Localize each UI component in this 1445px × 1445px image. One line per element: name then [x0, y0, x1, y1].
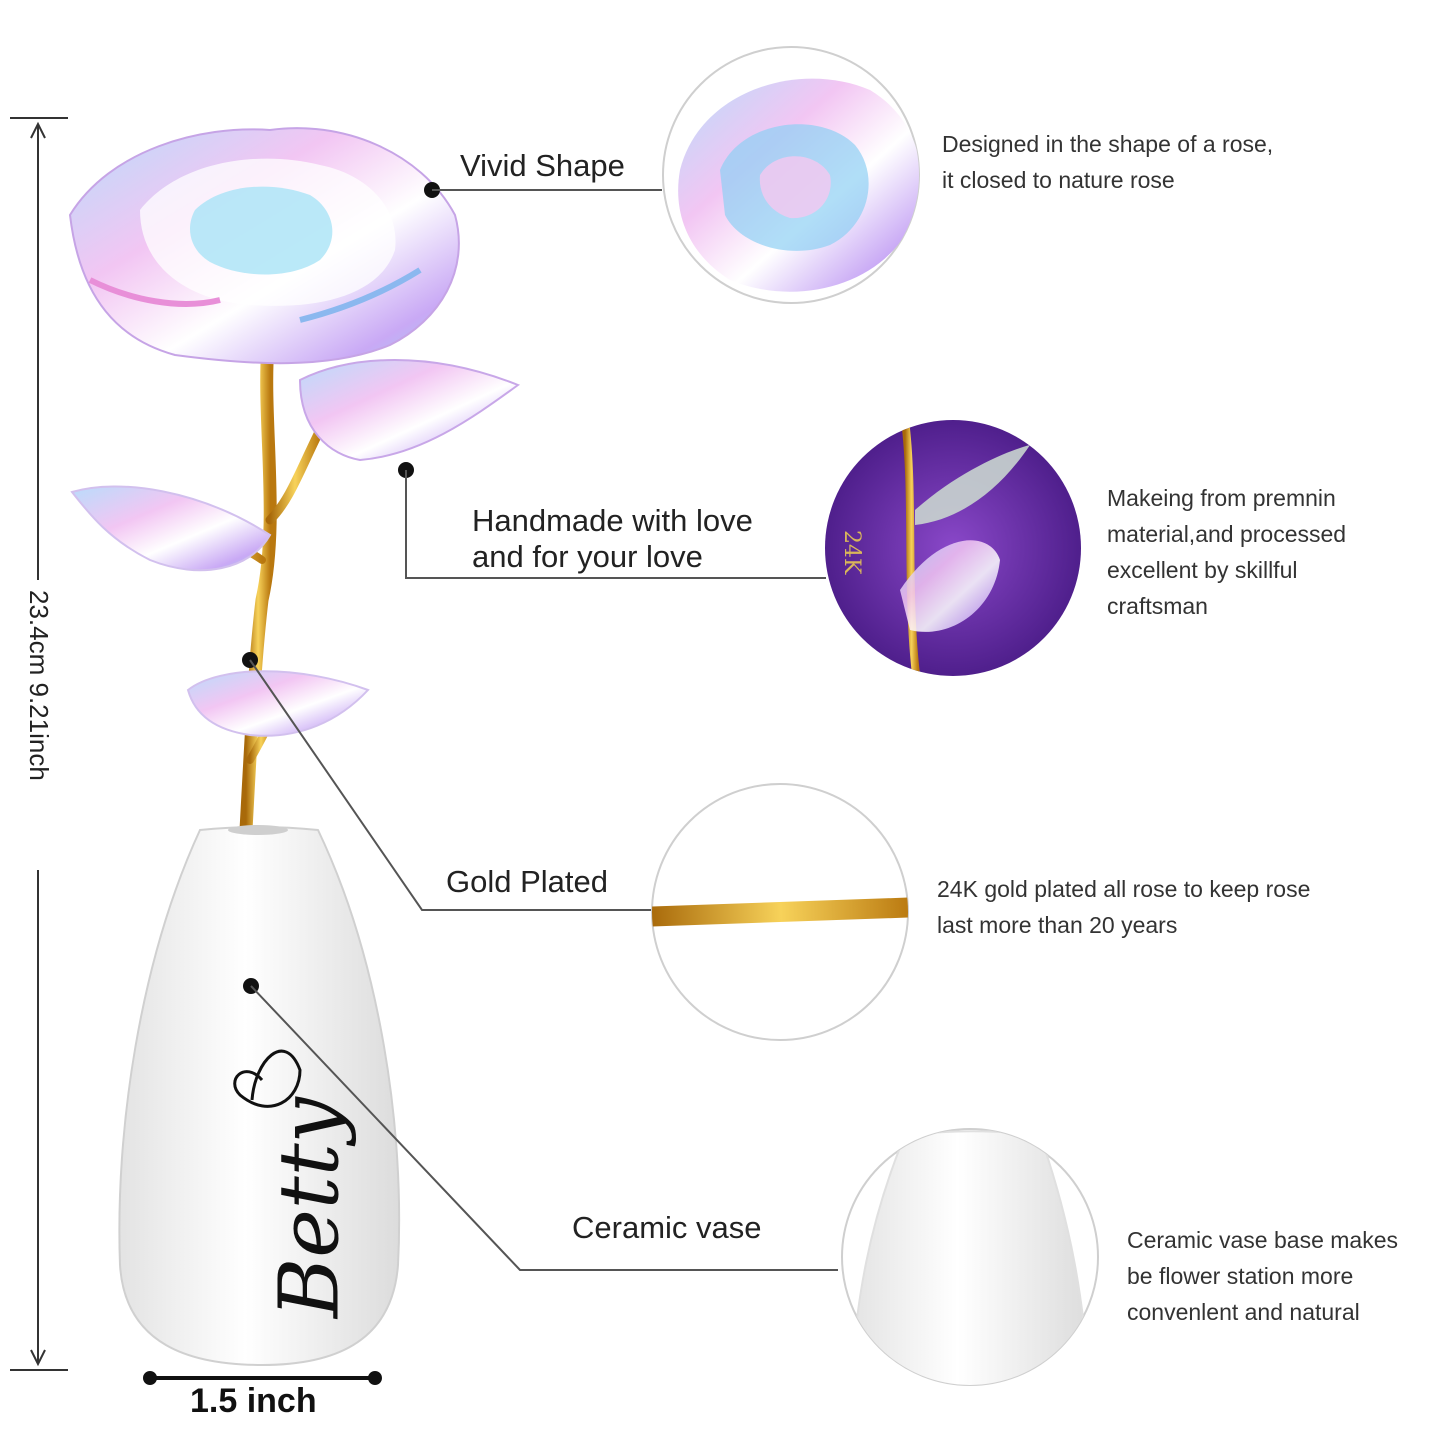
- desc-ceramic-vase: Ceramic vase base makes be flower statio…: [1127, 1227, 1398, 1325]
- width-dimension-label: 1.5 inch: [190, 1382, 317, 1420]
- label-ceramic-vase: Ceramic vase: [572, 1210, 762, 1245]
- ceramic-vase: [118, 825, 401, 1367]
- gold-stem: [191, 338, 325, 837]
- iridescent-rose: [68, 127, 460, 365]
- desc-handmade: Makeing from premnin material,and proces…: [1107, 485, 1347, 619]
- leaf-closeup-icon: 24K: [825, 420, 1081, 676]
- height-dimension-label: 23.4cm 9.21inch: [24, 590, 54, 781]
- vase-personalized-name: Betty: [262, 1097, 358, 1319]
- label-handmade-line2: and for your love: [472, 539, 703, 574]
- desc-gold-plated: 24K gold plated all rose to keep rose la…: [937, 876, 1311, 938]
- label-handmade-line1: Handmade with love: [472, 503, 753, 538]
- heart-flourish-icon: [233, 1049, 302, 1108]
- width-dimension-line: [143, 1371, 382, 1385]
- vase-closeup-icon: [841, 1128, 1099, 1386]
- rose-closeup-icon: [662, 46, 920, 304]
- label-gold-plated: Gold Plated: [446, 864, 608, 899]
- callout-lines: [249, 189, 838, 1271]
- height-dimension-line: [10, 117, 68, 1371]
- gold-stem-closeup-icon: [651, 783, 909, 1041]
- 24k-badge: 24K: [839, 530, 864, 575]
- label-vivid-shape: Vivid Shape: [460, 148, 625, 183]
- desc-vivid-shape: Designed in the shape of a rose, it clos…: [942, 131, 1274, 193]
- iridescent-leaves: [70, 359, 521, 737]
